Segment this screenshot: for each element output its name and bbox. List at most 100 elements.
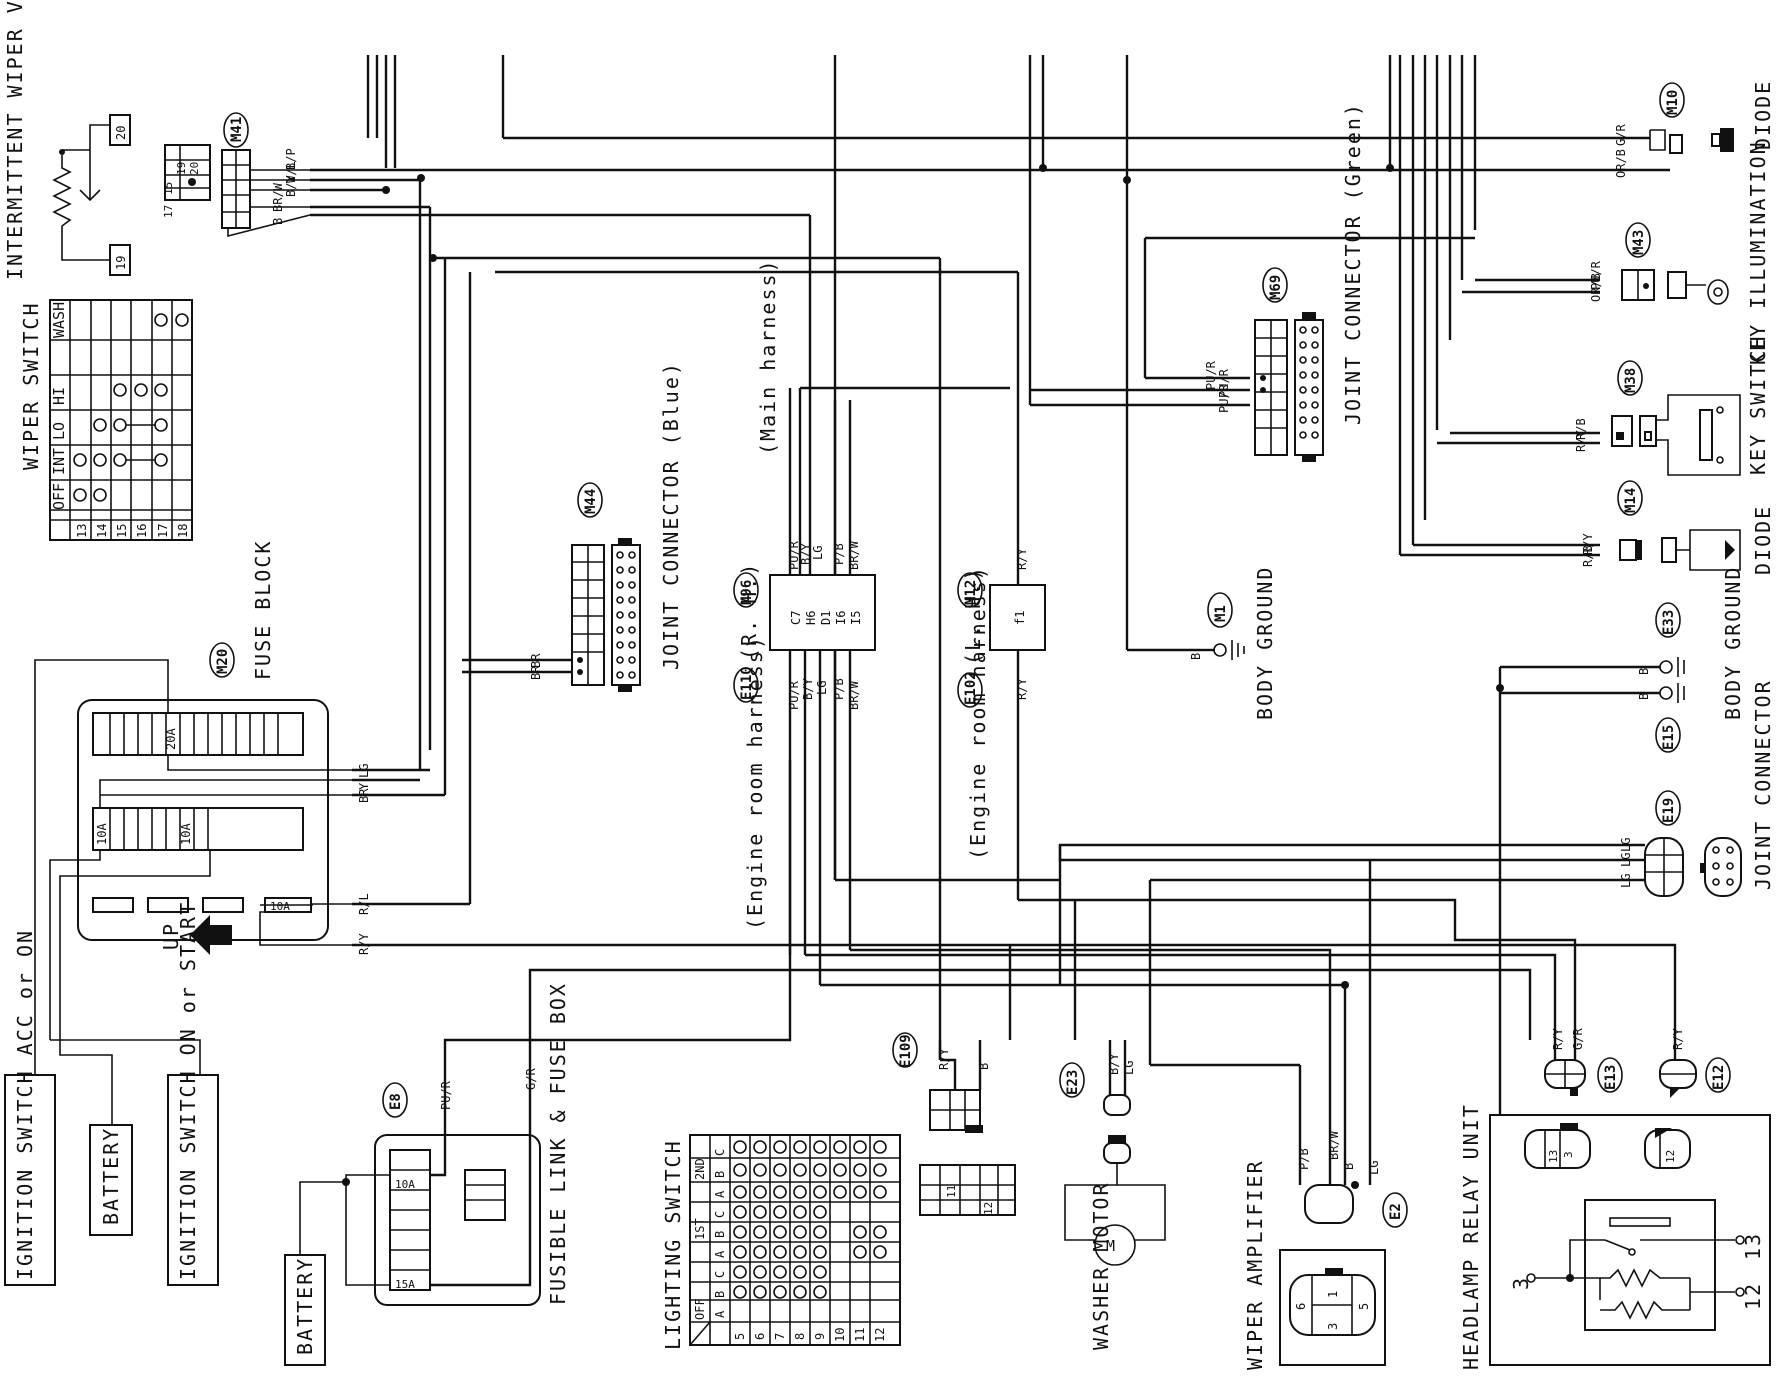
m43-wire: OR/B [1589,273,1603,302]
ls-row: 7 [773,1333,787,1340]
fuse-block: FUSE BLOCK M20 20A 10A 10A 10A [34,258,1010,1125]
body-ground2-label: BODY GROUND [1721,566,1745,720]
m12-pin: f1 [1013,611,1027,625]
ls-col: C [713,1149,727,1156]
m38-wire: R/Y [1574,430,1588,452]
e19-wire: LG [1619,853,1633,867]
ry-wire: R/Y [357,933,371,955]
m14-wire: R/B [1581,545,1595,567]
e23-washer-motor: E23 B/Y LG M WASHER MOTOR [1059,1040,1166,1351]
e19-joint-connector: E19 LG LG LG JOINT CONNECTOR [1058,679,1775,985]
relay-conn-pin: 13 [1547,1150,1560,1163]
e109-wire: R/Y [937,1048,951,1070]
wiper-row: 17 [156,524,170,538]
wiper-row: 15 [115,524,129,538]
e109-pin: 12 [982,1202,995,1215]
ref-e15: E15 [1661,725,1677,750]
e109-wire: B [977,1063,991,1070]
m41-grid-pin: 15 [162,182,175,195]
wiper-row: 18 [176,524,190,538]
amp-pin: 5 [1357,1303,1371,1310]
m10-wire: OR/B [1614,149,1628,178]
e19-wire: LG [1619,874,1633,888]
e23-wire: LG [1122,1061,1136,1075]
m41-wire: BR/W [271,182,285,212]
rh-lower-wire: B/Y [801,678,815,700]
fusible-link-box: E8 10A 15A FUSIBLE LINK & FUSE BOX PU/R … [284,760,1532,1366]
ref-m41: M41 [229,117,245,142]
e8-wire: G/R [524,1068,538,1090]
m38-key-switch: M38 R/B R/Y KEY SWITCH [1574,335,1770,476]
m96-pin: H6 [804,611,818,625]
lower-harness-wires [788,760,1557,1065]
wiper-row: 16 [135,524,149,538]
amp-pin: 1 [1326,1291,1340,1298]
rh-lower-wire: LG [815,681,829,695]
lh-top-wire: R/Y [1015,548,1029,570]
lh-label: (L. H.) [961,567,985,665]
ls-col: A [713,1250,727,1258]
ls-col: B [713,1291,727,1298]
battery2-label: BATTERY [293,1257,317,1355]
ref-m12: M12 [963,580,979,605]
m41-connector: 15 19 20 17 M41 B/P W/L B/Y BR/W B [162,112,311,238]
m1-wire: B [1189,653,1203,660]
e33-body-ground: E33 B B E15 BODY GROUND [1498,566,1745,1185]
e2-wire: BR/W [1327,1130,1341,1160]
ls-row: 12 [873,1328,887,1342]
m69-wire: PU/R [1204,360,1218,390]
main-wire: PU/R [787,540,801,570]
wiper-header: HI [50,387,68,405]
fuse-10a: 10A [270,900,290,913]
relay-pin: 12 [1741,1282,1765,1310]
wiper-header: INT [50,448,68,475]
e2-wire: LG [1367,1161,1381,1175]
m41-wire: W/L [284,161,298,183]
ls-col: A [713,1310,727,1318]
relay-conn-pin: 12 [1664,1150,1677,1163]
ls-group: 2ND [693,1158,707,1180]
m44-joint-connector: M44 JOINT CONNECTOR (Blue) BR BR [462,361,683,692]
e33-wire: B [1637,693,1651,700]
ref-m96: M96 [739,580,755,605]
motor-m-icon: M [1106,1237,1115,1255]
engine-harness1-label: (Engine room harness) [743,635,767,930]
relay-pin: 13 [1741,1232,1765,1260]
e13-e12-connectors: R/Y G/R R/Y E13 E12 [1528,943,1731,1098]
wiper-row: 14 [95,524,109,538]
ref-e110: E110 [739,666,755,700]
washer-motor-label: WASHER MOTOR [1089,1182,1113,1351]
intermittent-wiper-volume: INTERMITTENT WIPER VOLUME 20 19 [3,0,131,280]
m96-pin: D1 [819,611,833,625]
headlamp-relay-unit: 13 3 12 3 12 13 HEADLAMP RELAY UNIT [1459,1103,1771,1370]
fusible-link-label: FUSIBLE LINK & FUSE BOX [546,982,570,1305]
diode2-label: DIODE [1751,505,1775,575]
e109-pin: 11 [945,1185,958,1198]
fl-10a: 10A [395,1178,415,1191]
m96-pin: C7 [789,611,803,625]
wiper-switch-table: WIPER SWITCH OFF INT LO HI WASH 13 14 15… [19,299,193,541]
ref-m1: M1 [1213,605,1229,622]
ls-row: 9 [813,1333,827,1340]
m96-pin: I6 [834,611,848,625]
ref-m69: M69 [1268,275,1284,300]
ref-m38: M38 [1623,368,1639,393]
e23-wire: B/Y [1107,1053,1121,1075]
fuse-block-label: FUSE BLOCK [251,540,275,680]
m14-wire: R/Y [1581,533,1595,555]
main-wire-trunk [366,55,1477,880]
m44-wire: BR [529,653,543,668]
lighting-switch-label: LIGHTING SWITCH [661,1139,685,1350]
m69-wire: PU/R [1217,368,1231,398]
m14-diode: M14 R/Y R/B DIODE [1581,480,1775,575]
main-harness-label: (Main harness) [756,258,780,455]
lh-bottom-wire: R/Y [1015,678,1029,700]
ls-col: B [713,1171,727,1178]
wiper-header: LO [50,422,68,440]
battery-label: BATTERY [99,1127,123,1225]
ref-e19: E19 [1661,798,1677,823]
up-arrow: UP [159,915,232,955]
m1-body-ground: M1 B BODY GROUND [1189,566,1277,720]
top-horizontal-wires [310,136,1600,880]
